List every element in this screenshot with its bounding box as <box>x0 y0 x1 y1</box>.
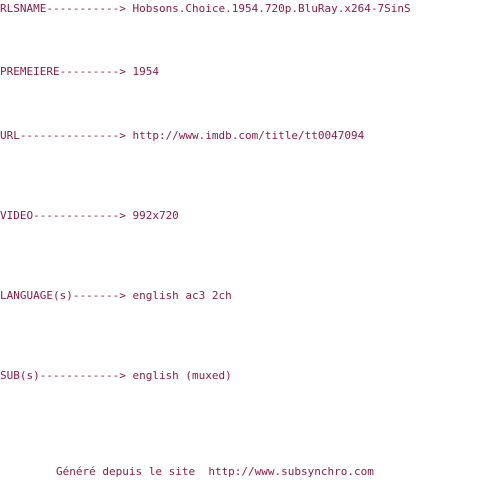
subtitles-line: SUB(s)------------> english (muxed) <box>0 369 232 382</box>
url-line: URL---------------> http://www.imdb.com/… <box>0 129 365 142</box>
video-line: VIDEO-------------> 992x720 <box>0 209 179 222</box>
premiere-line: PREMEIERE---------> 1954 <box>0 65 159 78</box>
rlsname-line: RLSNAME-----------> Hobsons.Choice.1954.… <box>0 2 411 15</box>
footer-line: Généré depuis le site http://www.subsync… <box>56 465 374 478</box>
language-line: LANGUAGE(s)-------> english ac3 2ch <box>0 289 232 302</box>
